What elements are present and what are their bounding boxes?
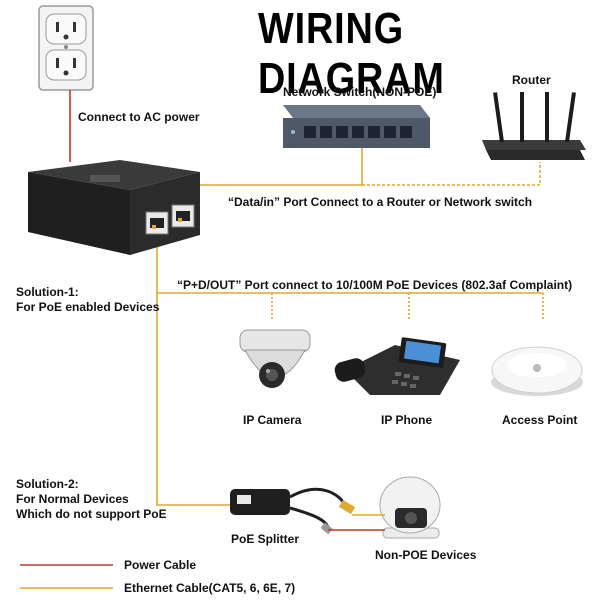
- label-access-point: Access Point: [502, 413, 578, 427]
- label-network-switch: Network Switch(NON-POE): [283, 85, 437, 99]
- pd-out-cable: [156, 222, 230, 506]
- non-poe-camera-icon: [379, 476, 441, 539]
- poe-injector-icon: [28, 160, 200, 255]
- label-solution1-desc: For PoE enabled Devices: [16, 300, 160, 314]
- ip-camera-icon: [239, 329, 311, 388]
- label-data-in: “Data/in” Port Connect to a Router or Ne…: [228, 195, 533, 209]
- data-in-cable: [181, 148, 363, 222]
- label-poe-splitter: PoE Splitter: [231, 532, 300, 546]
- label-solution2-desc1: For Normal Devices: [16, 492, 129, 506]
- ip-phone-icon: [334, 337, 460, 395]
- access-point-icon: [491, 346, 583, 396]
- page-title: WIRING DIAGRAM: [258, 4, 445, 103]
- label-ac-power: Connect to AC power: [78, 110, 200, 124]
- wall-outlet-icon: [38, 5, 94, 91]
- label-solution1-title: Solution-1:: [16, 285, 79, 299]
- label-solution2-title: Solution-2:: [16, 477, 79, 491]
- legend-power-label: Power Cable: [124, 558, 197, 572]
- legend-ethernet-label: Ethernet Cable(CAT5, 6, 6E, 7): [124, 581, 296, 595]
- label-pd-out: “P+D/OUT” Port connect to 10/100M PoE De…: [177, 278, 573, 292]
- label-solution2-desc2: Which do not support PoE: [16, 507, 167, 521]
- label-ip-camera: IP Camera: [243, 413, 302, 427]
- label-non-poe-devices: Non-POE Devices: [375, 548, 477, 562]
- network-switch-icon: [283, 105, 430, 148]
- label-ip-phone: IP Phone: [381, 413, 433, 427]
- ethernet-cables: [156, 148, 544, 506]
- router-cable-line: [362, 162, 541, 186]
- poe-splitter-icon: [230, 487, 356, 535]
- router-icon: [482, 92, 586, 160]
- label-router: Router: [512, 73, 551, 87]
